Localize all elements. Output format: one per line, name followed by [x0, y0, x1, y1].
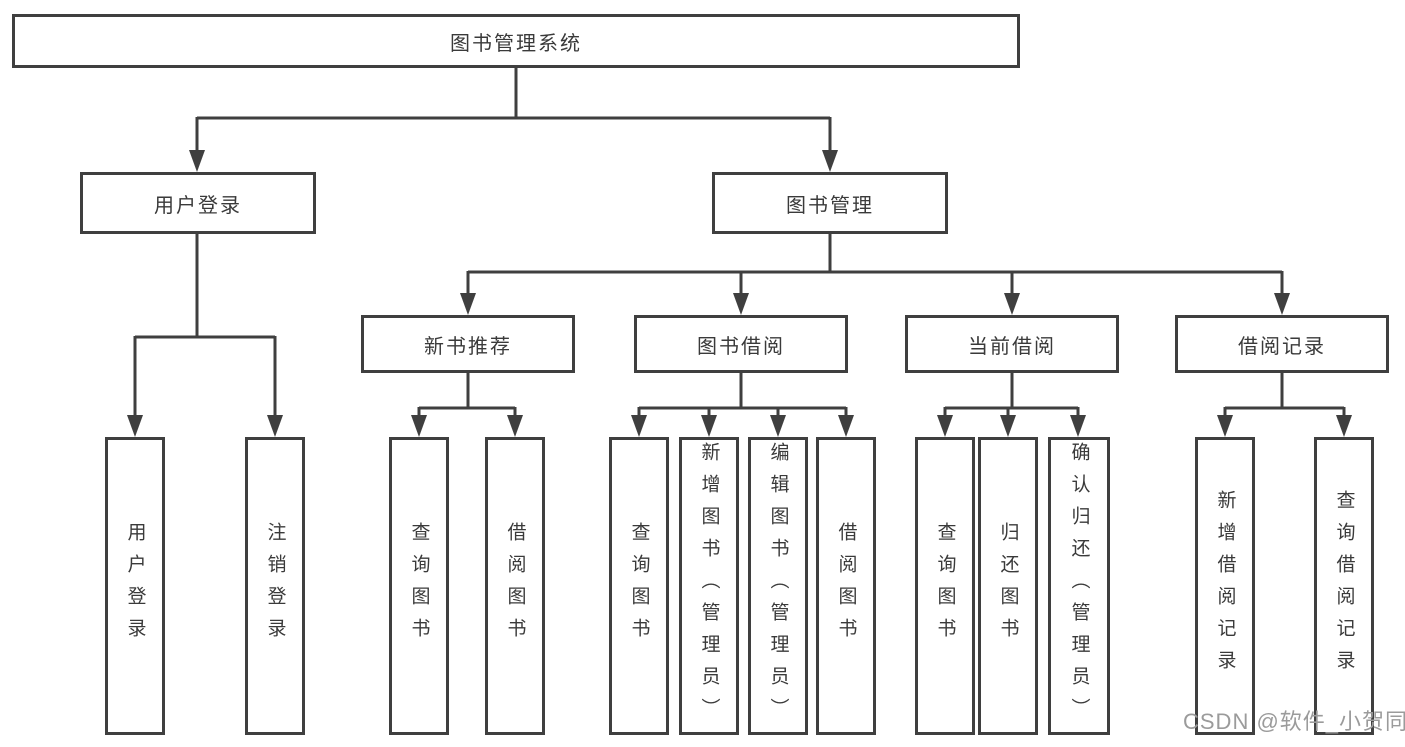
leaf-label: 查询借阅记录: [1333, 490, 1355, 682]
leaf-label: 编辑图书（管理员）: [767, 442, 789, 730]
node-book-borrowing: 图书借阅: [634, 315, 848, 373]
leaf-user-login: 用户登录: [105, 437, 165, 735]
node-borrowing-records: 借阅记录: [1175, 315, 1389, 373]
leaf-label: 查询图书: [628, 522, 650, 650]
leaf-label: 归还图书: [997, 522, 1019, 650]
node-user-login: 用户登录: [80, 172, 316, 234]
leaf-borrow-books-recommend: 借阅图书: [485, 437, 545, 735]
leaf-add-books-admin: 新增图书（管理员）: [679, 437, 739, 735]
node-label: 图书借阅: [697, 335, 785, 358]
leaf-query-borrow-record: 查询借阅记录: [1314, 437, 1374, 735]
leaf-label: 借阅图书: [835, 522, 857, 650]
leaf-confirm-return-admin: 确认归还（管理员）: [1048, 437, 1110, 735]
leaf-label: 注销登录: [264, 522, 286, 650]
node-label: 图书管理系统: [450, 32, 582, 55]
node-label: 新书推荐: [424, 335, 512, 358]
csdn-watermark: CSDN @软件_小贺同学: [1183, 709, 1405, 734]
leaf-label: 用户登录: [124, 522, 146, 650]
leaf-label: 查询图书: [408, 522, 430, 650]
leaf-label: 借阅图书: [504, 522, 526, 650]
node-library-management-system: 图书管理系统: [12, 14, 1020, 68]
node-label: 借阅记录: [1238, 335, 1326, 358]
leaf-query-books-recommend: 查询图书: [389, 437, 449, 735]
leaf-edit-books-admin: 编辑图书（管理员）: [748, 437, 808, 735]
leaf-label: 新增图书（管理员）: [698, 442, 720, 730]
leaf-logout: 注销登录: [245, 437, 305, 735]
node-current-borrowing: 当前借阅: [905, 315, 1119, 373]
node-label: 当前借阅: [968, 335, 1056, 358]
node-label: 图书管理: [786, 194, 874, 217]
leaf-label: 新增借阅记录: [1214, 490, 1236, 682]
node-new-book-recommendation: 新书推荐: [361, 315, 575, 373]
leaf-borrow-books: 借阅图书: [816, 437, 876, 735]
node-label: 用户登录: [154, 194, 242, 217]
node-book-management: 图书管理: [712, 172, 948, 234]
leaf-add-borrow-record: 新增借阅记录: [1195, 437, 1255, 735]
leaf-query-books-current: 查询图书: [915, 437, 975, 735]
leaf-label: 确认归还（管理员）: [1068, 442, 1090, 730]
leaf-return-books: 归还图书: [978, 437, 1038, 735]
leaf-query-books-borrow: 查询图书: [609, 437, 669, 735]
leaf-label: 查询图书: [934, 522, 956, 650]
